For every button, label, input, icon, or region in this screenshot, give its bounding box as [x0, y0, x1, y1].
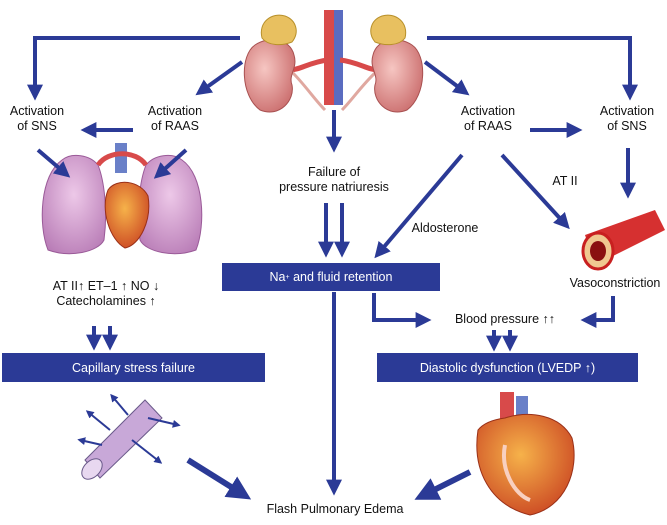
flash-pulmonary-edema-label: Flash Pulmonary Edema — [266, 502, 404, 516]
aldosterone-label: Aldosterone — [411, 221, 479, 235]
na-charge: + — [285, 273, 290, 281]
activation-raas-right-label: Activation of RAAS — [460, 104, 516, 133]
activation-sns-right-label: Activation of SNS — [599, 104, 655, 133]
activation-raas-left-label: Activation of RAAS — [147, 104, 203, 133]
arrow-vessel-to-edema — [186, 457, 252, 500]
arrow-sns-to-lungs — [36, 148, 71, 178]
at-ii-label: AT II — [552, 174, 578, 188]
blood-pressure-label: Blood pressure ↑↑ — [454, 312, 556, 326]
arrow-kidney-to-right-sns — [427, 36, 638, 101]
activation-sns-left-label: Activation of SNS — [9, 104, 65, 133]
vessel-icon — [77, 393, 181, 480]
arrow-kidney-to-left-raas — [195, 60, 244, 96]
mediators-label: AT II↑ ET–1 ↑ NO ↓ Catecholamines ↑ — [52, 279, 160, 308]
vasoconstriction-label: Vasoconstriction — [569, 276, 661, 290]
diastolic-dysfunction-box: Diastolic dysfunction (LVEDP ↑) — [377, 353, 638, 382]
arrow-kidney-to-left-sns — [27, 36, 240, 101]
arrow-aldosterone-to-retention — [374, 153, 464, 259]
capillary-stress-failure-box: Capillary stress failure — [2, 353, 265, 382]
arrows — [27, 36, 638, 500]
na-fluid-retention-box: Na+ and fluid retention — [222, 263, 440, 291]
arrow-kidney-to-right-raas — [423, 60, 470, 96]
arrow-vasoconstriction-to-bp — [580, 296, 615, 328]
na-symbol: Na — [269, 270, 286, 284]
arrow-at-ii-to-artery — [500, 153, 570, 230]
arrow-retention-to-bp — [372, 293, 432, 328]
failure-pressure-natriuresis-label: Failure of pressure natriuresis — [279, 165, 389, 194]
arrow-heart-to-edema — [414, 469, 472, 500]
artery-icon — [581, 210, 665, 271]
arrow-raas-to-lungs — [153, 148, 188, 179]
fluid-retention-text: and fluid retention — [289, 270, 393, 284]
lungs-heart-icon — [41, 143, 203, 255]
kidneys-icon — [243, 10, 424, 113]
heart-icon — [476, 392, 575, 516]
